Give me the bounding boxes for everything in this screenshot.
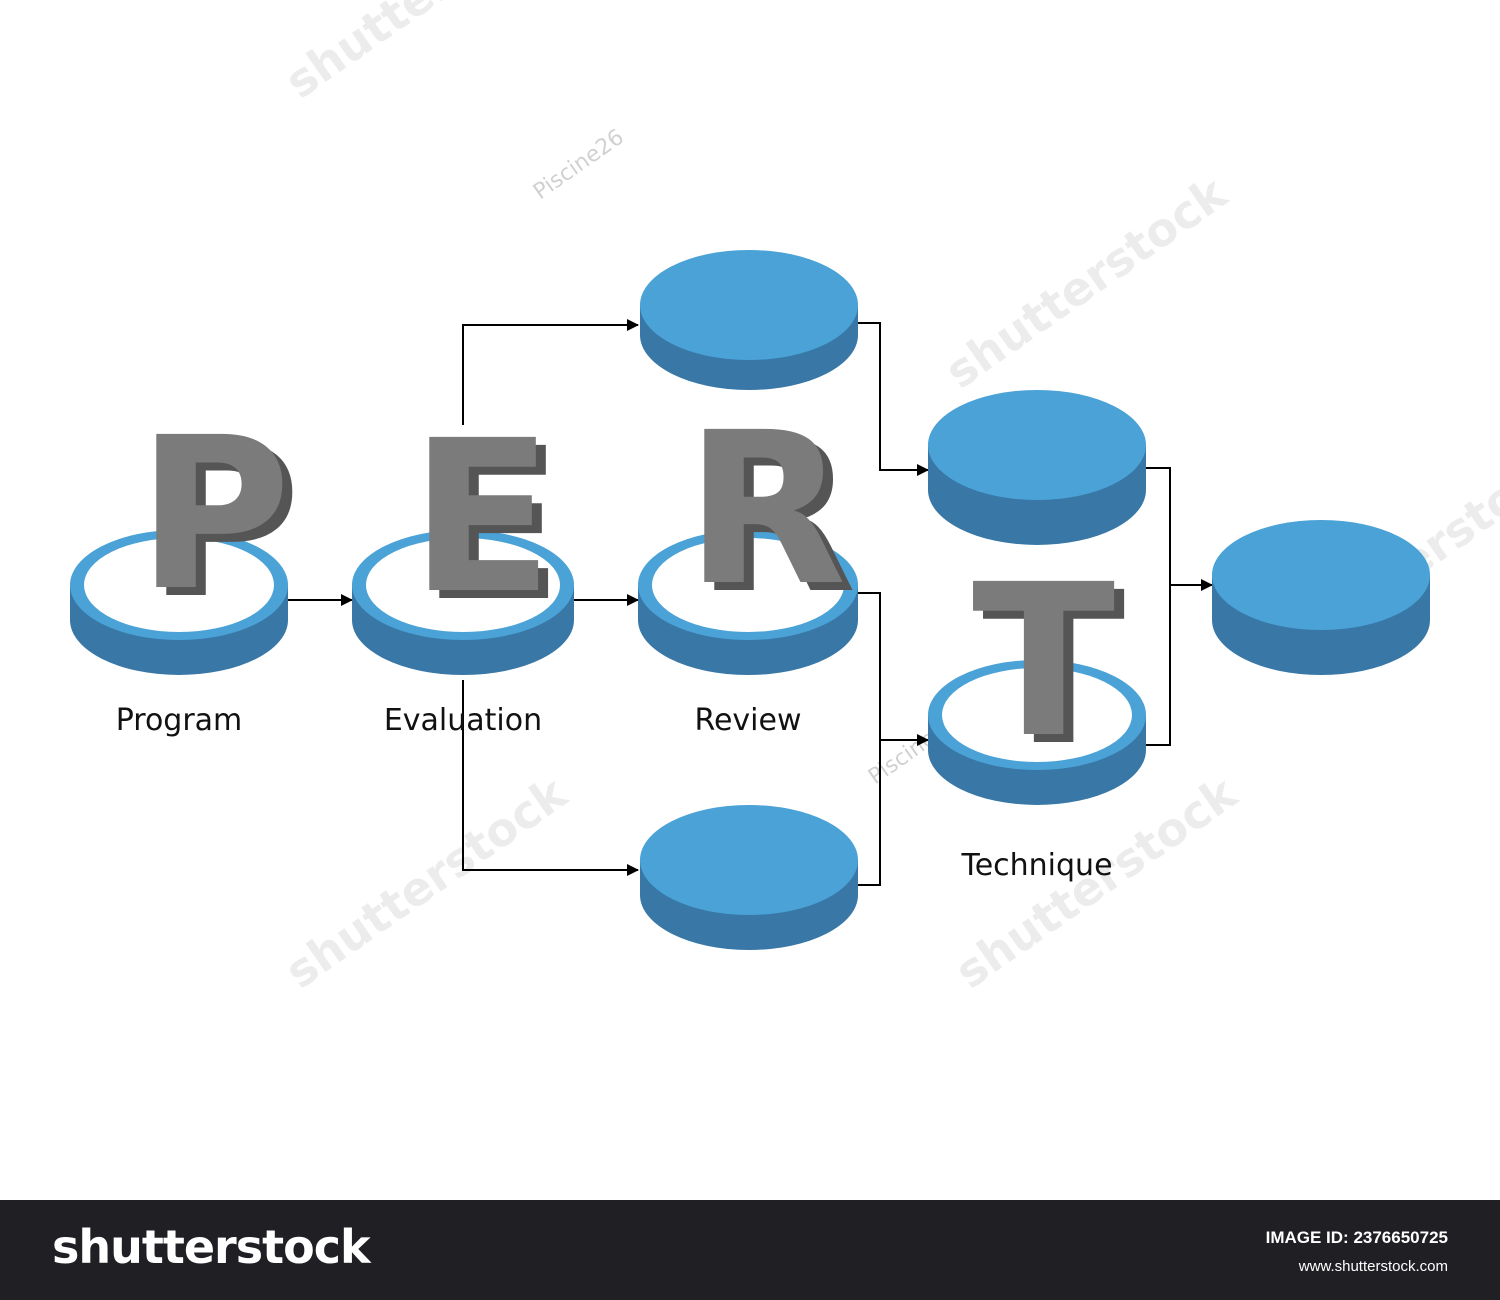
watermark-text: shutterstock	[275, 0, 577, 109]
image-id: IMAGE ID: 2376650725	[1265, 1228, 1448, 1247]
connector-technique-final	[1146, 585, 1171, 746]
node-bottom	[640, 805, 858, 950]
watermark-text: shutterstock	[935, 165, 1237, 399]
site-url[interactable]: www.shutterstock.com	[1298, 1258, 1448, 1275]
letter-t-shadow: T	[982, 547, 1125, 792]
letter-p-shadow: P	[147, 400, 301, 645]
node-technique	[928, 660, 1146, 805]
letter-p-face: P	[137, 392, 291, 637]
letter-e: E E	[410, 395, 563, 648]
label-technique: Technique	[960, 848, 1112, 883]
connector-bottom-technique	[858, 740, 881, 886]
label-evaluation: Evaluation	[384, 703, 542, 738]
footer-bar: shutterstock IMAGE ID: 2376650725 www.sh…	[0, 1200, 1500, 1300]
node-program	[70, 530, 288, 675]
node-middle	[928, 390, 1146, 545]
connector-layer	[288, 319, 1213, 886]
letter-r-shadow: R	[695, 395, 857, 640]
pert-diagram: shutterstock shutterstock shutterstock s…	[70, 0, 1500, 999]
letter-t-face: T	[972, 539, 1115, 784]
letter-e-shadow: E	[420, 403, 563, 648]
letter-r: R R	[685, 387, 857, 640]
watermark-text: shutterstock	[275, 765, 577, 999]
connector-evaluation-bottom	[462, 680, 639, 876]
watermark-contributor: Piscine26	[529, 125, 629, 205]
letter-p: P P	[137, 392, 301, 645]
connector-review-technique	[858, 592, 929, 746]
letter-t: T T	[972, 539, 1125, 792]
node-review	[638, 530, 858, 675]
node-final	[1212, 520, 1430, 675]
connector-top-mid	[858, 322, 929, 476]
footer-logo[interactable]: shutterstock	[52, 1220, 371, 1274]
label-program: Program	[116, 703, 243, 738]
connector-evaluation-top	[462, 319, 639, 425]
node-top	[640, 250, 858, 390]
letter-e-face: E	[410, 395, 553, 640]
label-review: Review	[694, 703, 801, 738]
connector-mid-final	[1146, 467, 1213, 591]
node-evaluation	[352, 530, 574, 675]
letter-r-face: R	[685, 387, 847, 632]
